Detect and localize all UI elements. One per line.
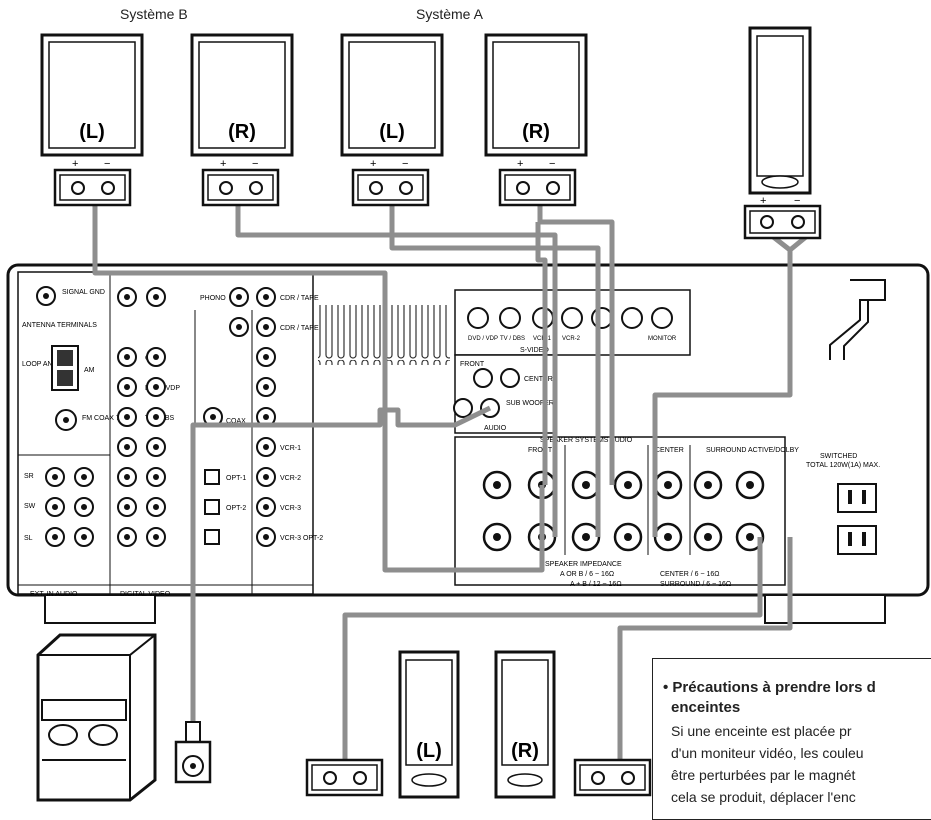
ext-sw-label: SW [24, 503, 36, 510]
signal-gnd-label: SIGNAL GND [62, 289, 105, 296]
speaker-system-b-left: (L) + − [40, 33, 144, 207]
speaker-surround-label: SURROUND ACTIVE/DOLBY [706, 447, 799, 454]
ext-sr-label: SR [24, 473, 34, 480]
surround-speaker-right: (R) [494, 650, 556, 799]
surround-impedance: SURROUND / 6 ~ 16Ω [660, 581, 731, 588]
opt1-label: OPT-1 [226, 475, 246, 482]
ext-sl-label: SL [24, 535, 33, 542]
center-impedance: CENTER / 6 ~ 16Ω [660, 571, 720, 578]
svg-text:−: − [549, 158, 555, 170]
loop-ant-label: LOOP ANT. [22, 361, 58, 368]
antenna-terminals-label: ANTENNA TERMINALS [22, 322, 97, 329]
surround-speaker-left: (L) [398, 650, 460, 799]
speaker-system-b-right: (R) + − [190, 33, 294, 207]
speaker-systems-label: SPEAKER SYSTEMS AUDIO [540, 437, 633, 444]
note-line: être perturbées par le magnét [671, 767, 856, 783]
svg-text:+: + [517, 158, 523, 170]
speaker-impedance-line1: A OR B / 6 ~ 16Ω [560, 571, 614, 578]
cdr-tape-out-label: CDR / TAPE [280, 325, 319, 332]
speaker-terminals-panel [454, 436, 786, 586]
svg-text:+: + [72, 158, 78, 170]
speaker-center-label: CENTER [655, 447, 684, 454]
subwoofer [36, 633, 157, 802]
video-vcr2-label: VCR-2 [562, 336, 581, 342]
digital-video-label: DIGITAL VIDEO [120, 591, 171, 598]
video-tv-label: TV / DBS [500, 336, 525, 342]
optical-port-3 [204, 529, 220, 545]
center-preout-label: CENTER [524, 376, 553, 383]
ac-outlet-2 [837, 525, 877, 555]
ac-outlet-line1: SWITCHED [820, 453, 857, 460]
ac-outlet-1 [837, 483, 877, 513]
connection-diagram: SIGNAL GND ANTENNA TERMINALS LOOP ANT. A… [6, 6, 931, 820]
speaker-placement-note: • Précautions à prendre lors d enceintes… [652, 658, 931, 820]
svg-text:+: + [760, 195, 766, 207]
svg-text:−: − [794, 195, 800, 207]
speaker-label: (R) [511, 740, 539, 762]
note-title-line1: • Précautions à prendre lors d [663, 679, 876, 696]
system-b-heading: Système B [120, 6, 188, 22]
surround-terminal-right [573, 758, 652, 797]
fm-coax-label: FM COAX 75Ω [82, 415, 129, 422]
am-label: AM [84, 367, 95, 374]
speaker-system-a-right: (R) + − [484, 33, 588, 207]
center-speaker: +− [743, 26, 822, 240]
ac-outlet-line2: TOTAL 120W(1A) MAX. [806, 462, 880, 469]
subwoofer-plug [174, 721, 212, 784]
svg-text:−: − [402, 158, 408, 170]
video-vcr1-label: VCR-1 [533, 336, 552, 342]
ext-in-audio-label: EXT. IN AUDIO [30, 591, 78, 598]
svg-text:+: + [370, 158, 376, 170]
optical-port-1 [204, 469, 220, 485]
coax-label: COAX [226, 418, 246, 425]
cdr-tape-label: CDR / TAPE [280, 295, 319, 302]
surround-terminal-left [305, 758, 384, 797]
optical-port-2 [204, 499, 220, 515]
svg-text:−: − [252, 158, 258, 170]
note-line: d'un moniteur vidéo, les couleu [671, 745, 864, 761]
note-line: Si une enceinte est placée pr [671, 723, 852, 739]
vcr3-opt-label: VCR-3 OPT-2 [280, 535, 323, 542]
audio-label: AUDIO [484, 425, 507, 432]
vcr3-label: VCR-3 [280, 505, 301, 512]
speaker-label: (R) [522, 121, 550, 143]
speaker-label: (R) [228, 121, 256, 143]
svg-text:−: − [104, 158, 110, 170]
power-cord [829, 279, 886, 360]
vcr2-label: VCR-2 [280, 475, 301, 482]
sub-woofer-label: SUB WOOFER [506, 400, 554, 407]
system-a-heading: Système A [416, 6, 483, 22]
opt2-label: OPT-2 [226, 505, 246, 512]
s-video-label: S-VIDEO [520, 347, 549, 354]
speaker-label: (L) [379, 121, 405, 143]
vcr1-label: VCR-1 [280, 445, 301, 452]
video-dvd-label: DVD / VDP [468, 336, 498, 342]
speaker-label: (L) [416, 740, 442, 762]
speaker-front-label: FRONT [528, 447, 553, 454]
speaker-system-a-left: (L) + − [340, 33, 444, 207]
note-line: cela se produit, déplacer l'enc [671, 789, 856, 805]
phono-label: PHONO [200, 295, 226, 302]
rca-jack-grid [45, 287, 276, 547]
speaker-label: (L) [79, 121, 105, 143]
svg-text:+: + [220, 158, 226, 170]
s-video-jacks [467, 307, 673, 329]
diagram-canvas: SIGNAL GND ANTENNA TERMINALS LOOP ANT. A… [6, 26, 930, 802]
speaker-impedance-title: SPEAKER IMPEDANCE [545, 561, 622, 568]
note-title-line2: enceintes [671, 699, 741, 716]
front-audio-label: FRONT [460, 361, 485, 368]
video-monitor-label: MONITOR [648, 336, 677, 342]
speaker-impedance-line2: A + B / 12 ~ 16Ω [570, 581, 622, 588]
